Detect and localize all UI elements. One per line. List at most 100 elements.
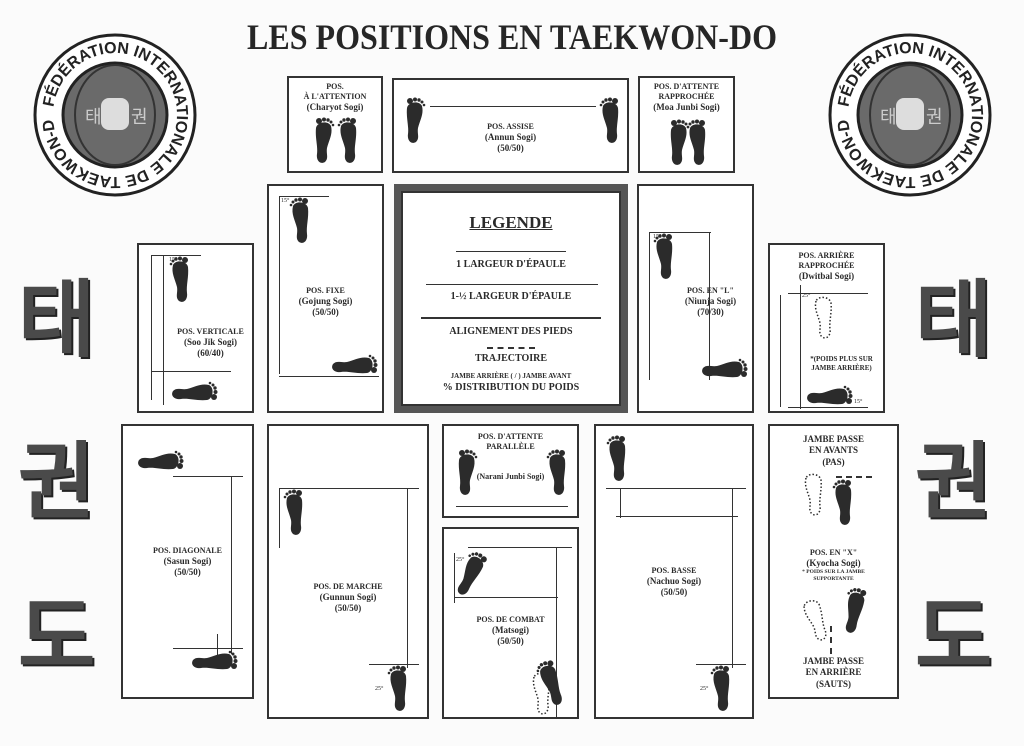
label: (SAUTS) [815, 678, 851, 689]
foot-outline-icon [532, 672, 550, 715]
korean-kwon-right: 권 [915, 433, 993, 531]
label-korean: (Soo Jik Sogi) [183, 337, 237, 347]
trajectory-arrow [830, 626, 832, 654]
foot-icon [172, 381, 218, 401]
korean-tae-right: 태 [915, 271, 993, 369]
label: (PAS) [822, 456, 845, 467]
label: À L'ATTENTION [303, 92, 367, 101]
angle-label: 15° [281, 198, 290, 204]
note: JAMBE ARRIÈRE) [811, 363, 872, 372]
note: SUPPORTANTE [813, 576, 854, 583]
foot-icon [837, 585, 868, 635]
note: *(POIDS PLUS SUR [810, 355, 873, 363]
legend-item: 1-½ LARGEUR D'ÉPAULE [450, 291, 572, 302]
label: POS. EN "X" [809, 548, 858, 557]
label-ratio: (60/40) [197, 348, 224, 359]
label: POS. EN "L" [687, 286, 734, 295]
alignment-line [421, 317, 601, 319]
foot-icon [138, 450, 184, 470]
box-combat: 25° POS. DE COMBAT(Matsogi)(50/50) [442, 527, 579, 719]
legend-item: TRAJECTOIRE [474, 353, 548, 364]
label: JAMBE PASSE [802, 434, 865, 444]
label: POS. ASSISE [487, 122, 534, 131]
label-korean: (Dwitbal Sogi) [798, 271, 855, 281]
korean-tae-left: 태 [18, 271, 96, 369]
width-arrow [430, 106, 596, 107]
label: POS. VERTICALE [177, 327, 244, 336]
page-title-wrapper: LES POSITIONS EN TAEKWON-DO [247, 17, 777, 57]
label-ratio: (50/50) [497, 636, 524, 647]
box-l-stance: POS. EN "L"(Niunja Sogi)(70/30) 15° [637, 184, 754, 413]
foot-icon [289, 197, 309, 243]
angle-label: 25° [802, 293, 811, 299]
box-marche: 25° POS. DE MARCHE(Gunnun Sogi)(50/50) [267, 424, 429, 719]
korean-do-right: 도 [915, 588, 993, 686]
box-verticale: POS. VERTICALE(Soo Jik Sogi)(60/40) 15° [137, 243, 254, 413]
one-shoulder-arrow [456, 251, 566, 252]
angle-label: 15° [653, 234, 662, 240]
itf-logo-right: 태 권 FÉDÉRATION INTERNATIONALE DE TAEKWON… [828, 33, 992, 197]
label: PARALLÈLE [486, 442, 535, 451]
label-korean: (Annun Sogi) [484, 132, 537, 142]
label: RAPPROCHÉE [798, 261, 855, 270]
trajectory-arrow [487, 347, 535, 349]
foot-icon [702, 358, 748, 378]
foot-icon [653, 233, 673, 279]
foot-icon [283, 489, 303, 535]
foot-icon [337, 117, 357, 163]
angle-label: 25° [375, 686, 384, 692]
label-korean: (Charyot Sogi) [306, 102, 364, 112]
label-ratio: (50/50) [660, 587, 688, 598]
legend-weight-line: JAMBE ARRIÈRE ( / ) JAMBE AVANT [450, 372, 572, 380]
foot-icon [832, 479, 852, 525]
label-ratio: (50/50) [334, 603, 362, 614]
legend-item: 1 LARGEUR D'ÉPAULE [456, 259, 566, 270]
svg-text:권: 권 [131, 107, 148, 128]
legend-heading: LEGENDE [469, 213, 553, 232]
width-arrow [456, 506, 568, 507]
one-half-shoulder-arrow [426, 284, 598, 285]
box-fixe: POS. FIXE(Gojung Sogi)(50/50) 15° [267, 184, 384, 413]
label-korean: (Nachuo Sogi) [646, 576, 702, 586]
legend-item: ALIGNEMENT DES PIEDS [449, 326, 573, 337]
angle-label: 15° [169, 257, 178, 263]
label: EN ARRIÈRE [805, 667, 862, 678]
label-korean: (Gunnun Sogi) [319, 592, 377, 602]
label: POS. D'ATTENTE [477, 432, 544, 441]
label: JAMBE PASSE [802, 656, 865, 666]
label: POS. DIAGONALE [153, 546, 222, 555]
foot-outline-icon [814, 296, 832, 339]
box-basse: 25° POS. BASSE(Nachuo Sogi)(50/50) [594, 424, 754, 719]
label-korean: (Narani Junbi Sogi) [476, 472, 545, 481]
legend-box: LEGENDE 1 LARGEUR D'ÉPAULE 1-½ LARGEUR D… [394, 184, 628, 413]
label-ratio: (70/30) [697, 307, 724, 318]
svg-text:태: 태 [880, 107, 897, 128]
label-korean: (Kyocha Sogi) [806, 558, 861, 568]
label: RAPPROCHÉE [658, 92, 715, 101]
label: POS. ARRIÈRE [798, 251, 855, 260]
foot-icon [169, 256, 189, 302]
svg-text:권: 권 [926, 107, 943, 128]
foot-icon [686, 119, 706, 165]
angle-label: 25° [456, 557, 465, 563]
itf-logo-left: 태 권 FÉDÉRATION INTERNATIONALE DE TAEKWON… [33, 33, 197, 197]
box-attention: POS.À L'ATTENTION(Charyot Sogi) [287, 76, 383, 173]
label: EN AVANTS [809, 445, 858, 456]
box-assise: POS. ASSISE(Annun Sogi)(50/50) [392, 78, 629, 173]
angle-label: 25° [700, 686, 709, 692]
label-korean: (Niunja Sogi) [684, 296, 737, 306]
foot-outline-icon [804, 473, 822, 516]
box-diagonale: POS. DIAGONALE(Sasun Sogi)(50/50) [121, 424, 254, 699]
label: POS. BASSE [651, 566, 697, 575]
label: POS. FIXE [306, 286, 345, 295]
label-korean: (Sasun Sogi) [163, 556, 212, 566]
label-korean: (Moa Junbi Sogi) [653, 102, 720, 112]
svg-text:태: 태 [85, 107, 102, 128]
label-korean: (Matsogi) [492, 625, 529, 635]
label: POS. [326, 82, 344, 91]
foot-icon [192, 650, 238, 670]
